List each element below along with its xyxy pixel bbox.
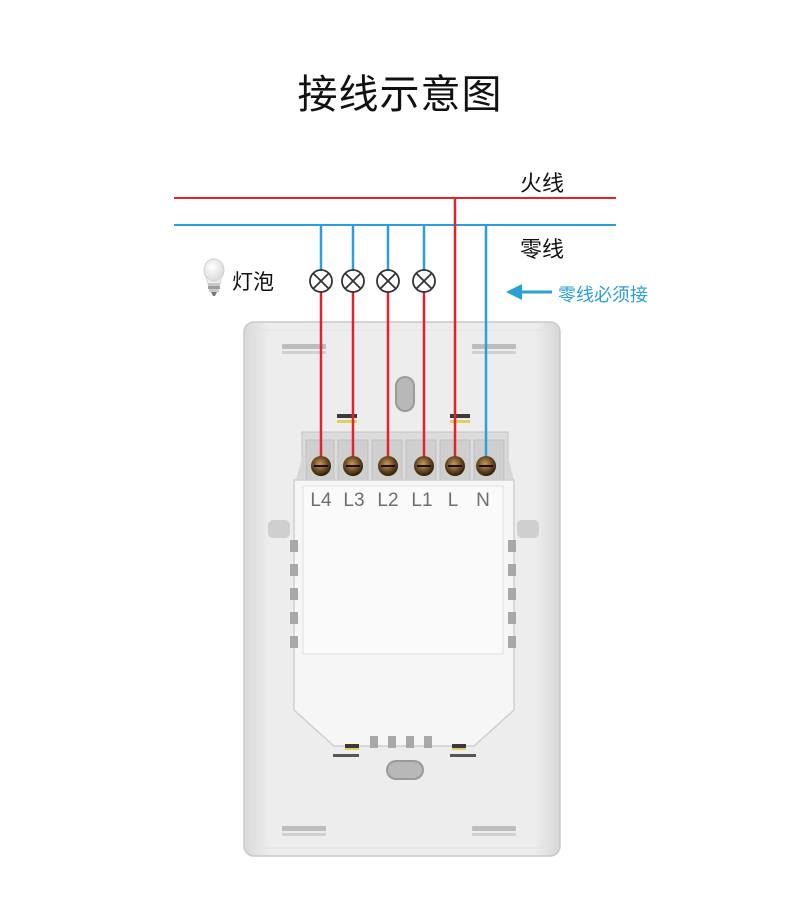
lamp-l4 [309,269,333,293]
module-vents [290,540,516,748]
lamp-l3 [341,269,365,293]
live-wire-label: 火线 [520,172,565,197]
lamp-symbols [309,269,436,293]
neutral-drops-to-lamps [319,225,426,270]
arrow-left-icon [506,284,552,300]
plate-clips [282,344,516,836]
lamp-to-terminal-wires [319,292,426,466]
diagram-title: 接线示意图 [297,72,503,118]
terminal-label-l3: L3 [343,490,364,511]
neutral-wire-label: 零线 [520,238,565,263]
neutral-required-hint: 零线必须接 [558,285,648,306]
lamp-l2 [376,269,400,293]
lamp-l1 [412,269,436,293]
light-bulb-icon [203,258,225,296]
terminal-label-l1: L1 [411,490,432,511]
terminal-label-l: L [448,490,459,511]
terminal-screws [311,456,496,476]
terminal-label-l4: L4 [310,490,332,511]
terminal-label-l2: L2 [377,490,398,511]
bulb-label: 灯泡 [232,270,274,294]
terminal-label-n: N [476,490,490,511]
